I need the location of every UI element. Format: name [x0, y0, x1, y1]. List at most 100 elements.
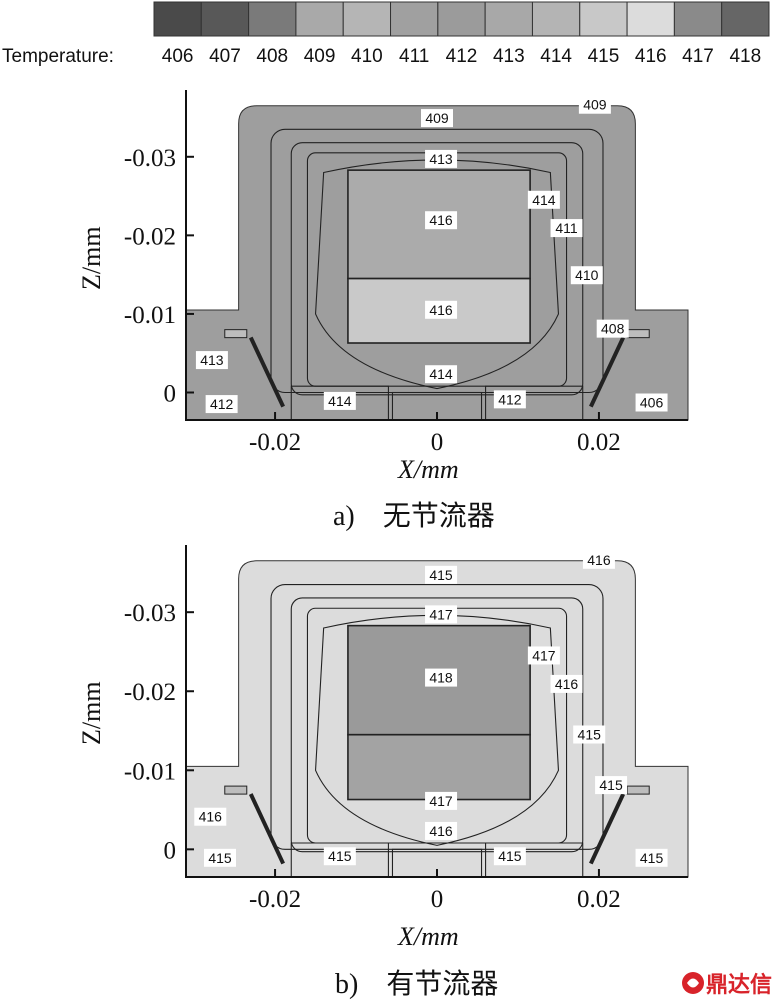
watermark-text: 鼎达信	[706, 972, 772, 998]
contour-label: 417	[532, 647, 556, 663]
legend-swatch	[153, 1, 202, 37]
legend-swatch	[626, 1, 675, 37]
watermark-icon-mark	[687, 978, 699, 988]
x-tick-label: -0.02	[249, 886, 301, 913]
legend-swatch	[248, 1, 297, 37]
x-tick-label: 0	[431, 429, 444, 456]
contour-label: 415	[640, 850, 664, 866]
legend-level-label: 409	[304, 46, 336, 67]
contour-label-box	[421, 109, 453, 128]
contour-label: 408	[601, 321, 625, 337]
inclined-channel	[248, 336, 285, 408]
contour-label-box	[596, 319, 629, 338]
x-tick-label: -0.02	[249, 429, 301, 456]
caption-b: b) 有节流器	[335, 968, 498, 1000]
contour-label: 410	[575, 267, 599, 283]
contour-label: 414	[328, 393, 352, 409]
x-axis-title-b: X/mm	[397, 922, 459, 951]
legend-level-label: 407	[209, 46, 241, 67]
contour-label: 417	[429, 606, 453, 622]
z-axis-title-b: Z/mm	[77, 681, 106, 745]
legend-swatch	[295, 1, 344, 37]
contour-label-box	[425, 821, 458, 840]
z-tick-label: -0.02	[124, 223, 176, 250]
legend-swatch	[579, 1, 628, 37]
isotherm-step-left	[290, 842, 389, 877]
contour-label-box	[425, 565, 458, 584]
contour-label-box	[550, 674, 583, 693]
contour-label: 415	[498, 848, 522, 864]
z-tick-label: -0.01	[124, 302, 176, 329]
contour-label: 415	[208, 850, 232, 866]
contour-label: 409	[425, 110, 449, 126]
inclined-channel	[589, 336, 626, 408]
temperature-field-a	[185, 105, 689, 421]
z-tick-label: 0	[164, 837, 177, 864]
contour-label-box	[582, 550, 615, 569]
contour-label: 414	[532, 192, 556, 208]
legend-swatch	[721, 1, 770, 37]
contour-label-box	[425, 300, 458, 319]
contour-label-box	[635, 848, 668, 867]
z-axis-title-a: Z/mm	[77, 226, 106, 290]
temperature-field-b	[185, 560, 689, 878]
contour-label: 418	[429, 670, 453, 686]
contour-label-box	[425, 211, 458, 230]
contour-label: 416	[429, 302, 453, 318]
contour-label-box	[573, 725, 606, 744]
z-tick-label: -0.02	[124, 679, 176, 706]
legend-level-label: 415	[588, 46, 620, 67]
contour-label-box	[323, 391, 356, 410]
legend-level-label: 412	[446, 46, 478, 67]
contour-label-box	[550, 219, 583, 238]
contour-label-box	[323, 847, 356, 866]
channel-inlet	[626, 785, 650, 795]
axes-frame	[185, 90, 688, 421]
legend-swatch	[484, 1, 533, 37]
inclined-channel	[589, 793, 626, 865]
x-tick-label: 0.02	[577, 886, 621, 913]
contour-label-box	[527, 646, 560, 665]
contour-label: 412	[210, 396, 234, 412]
z-tick-label: -0.01	[124, 758, 176, 785]
contour-label: 406	[640, 395, 664, 411]
isotherm-step-right	[485, 842, 584, 877]
legend-level-label: 408	[256, 46, 288, 67]
contour-label: 416	[587, 552, 611, 568]
contour-label-box	[425, 149, 458, 168]
pocket-lower	[347, 733, 531, 801]
contour-label: 413	[429, 151, 453, 167]
contour-label: 416	[429, 212, 453, 228]
contour-label-box	[527, 190, 560, 209]
x-tick-label: 0.02	[577, 429, 621, 456]
contour-label-box	[194, 807, 227, 826]
axes-frame	[185, 545, 688, 878]
contour-label-box	[635, 393, 668, 412]
legend-level-label: 416	[635, 46, 667, 67]
x-axis-title-a: X/mm	[397, 455, 459, 484]
contour-label: 409	[583, 97, 607, 113]
contour-label-box	[493, 390, 526, 409]
contour-label-box	[425, 365, 458, 384]
contour-label: 411	[555, 220, 578, 236]
legend-level-label: 418	[729, 46, 761, 67]
caption-a: a) 无节流器	[333, 500, 495, 532]
legend-label: Temperature:	[2, 46, 114, 67]
contour-label-box	[204, 848, 237, 867]
contour-label: 415	[429, 567, 453, 583]
contour-label: 417	[429, 793, 453, 809]
channel-inlet	[224, 785, 248, 795]
legend-swatch	[390, 1, 439, 37]
legend-swatch	[437, 1, 486, 37]
contour-label-box	[493, 847, 526, 866]
contour-label: 413	[200, 352, 224, 368]
z-tick-label: 0	[164, 381, 177, 408]
